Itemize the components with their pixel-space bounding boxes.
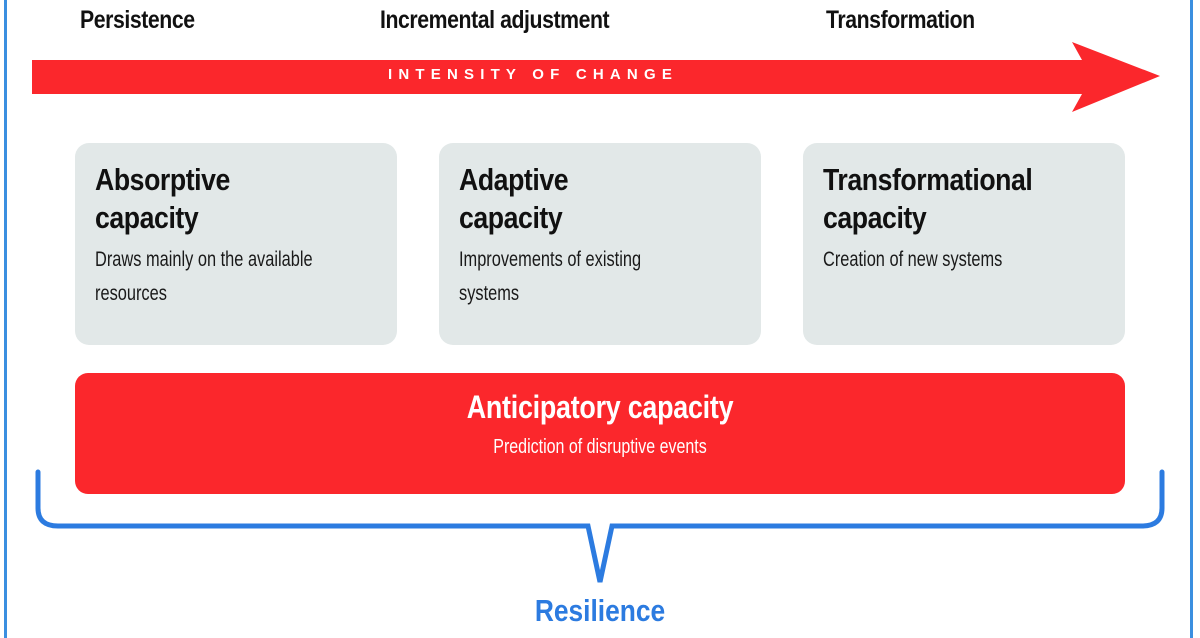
card-description: Draws mainly on the available resources	[95, 248, 313, 305]
card-transformational-capacity: Transformational capacity Creation of ne…	[803, 143, 1125, 345]
arrow-label: INTENSITY OF CHANGE	[388, 66, 679, 83]
card-description: Creation of new systems	[823, 248, 1003, 271]
card-title: Absorptive capacity	[95, 162, 230, 235]
anticipatory-title: Anticipatory capacity	[466, 389, 734, 425]
stage-incremental-adjustment: Incremental adjustment	[380, 6, 610, 34]
intensity-arrow-icon	[32, 42, 1160, 112]
card-adaptive-capacity: Adaptive capacity Improvements of existi…	[439, 143, 761, 345]
card-title: Transformational capacity	[823, 162, 1033, 235]
stage-persistence: Persistence	[80, 6, 195, 34]
stage-transformation: Transformation	[826, 6, 975, 34]
resilience-label: Resilience	[534, 593, 666, 628]
card-absorptive-capacity: Absorptive capacity Draws mainly on the …	[75, 143, 397, 345]
anticipatory-description: Prediction of disruptive events	[493, 436, 707, 458]
card-title: Adaptive capacity	[459, 162, 569, 235]
anticipatory-capacity-box: Anticipatory capacity Prediction of disr…	[75, 373, 1125, 494]
diagram-frame	[4, 0, 1193, 638]
card-description: Improvements of existing systems	[459, 248, 642, 305]
